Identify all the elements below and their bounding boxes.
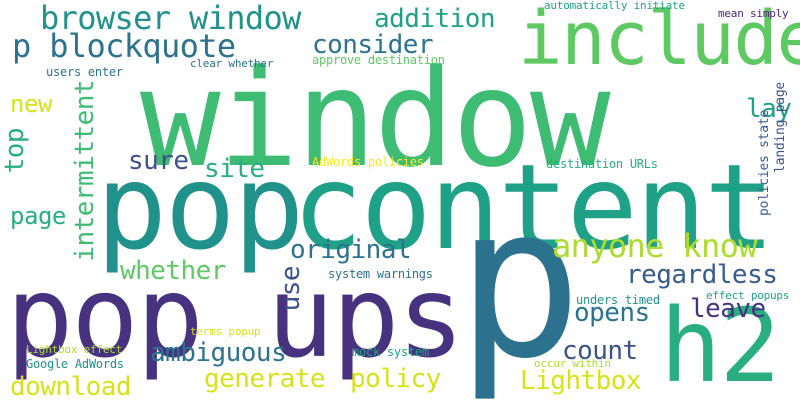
word: original: [290, 235, 412, 265]
word: regardless: [626, 260, 778, 290]
word: window: [140, 41, 611, 197]
word: h2: [660, 287, 781, 400]
word: pop ups: [6, 253, 465, 383]
word: landing page: [773, 82, 788, 173]
word: addition: [374, 4, 496, 34]
word: p: [456, 160, 582, 400]
word: use: [276, 266, 306, 312]
word: approve destination: [312, 53, 445, 67]
word: anyone know: [552, 227, 758, 265]
word: whether: [120, 256, 226, 286]
word: browser window: [40, 0, 301, 37]
word: top: [0, 128, 30, 174]
word: opens: [574, 298, 650, 328]
word: policies state: [757, 110, 772, 216]
word: ambiguous: [150, 338, 287, 368]
word: policy: [350, 364, 441, 394]
word: generate: [204, 364, 326, 394]
word: page: [10, 202, 66, 230]
word: includes: [518, 0, 800, 82]
word: lay: [746, 94, 792, 124]
word: Lightbox: [520, 366, 642, 396]
word: mean simply: [718, 7, 789, 20]
word: users enter: [46, 65, 123, 79]
word: content: [292, 138, 775, 276]
word: clear whether: [190, 57, 274, 70]
word: new: [10, 90, 52, 118]
word: Lightbox effect: [26, 343, 123, 356]
word: sure: [128, 146, 189, 176]
word: terms popup: [190, 325, 261, 338]
word: destination URLs: [546, 157, 658, 171]
word: count: [562, 336, 638, 366]
word: site: [204, 154, 265, 184]
word: system warnings: [328, 267, 433, 281]
word: download: [10, 372, 132, 400]
word: leave: [690, 294, 766, 324]
word: pop: [96, 138, 304, 276]
word: AdWords policies: [312, 155, 424, 169]
word: p blockquote: [12, 27, 236, 65]
word: automatically initiate: [544, 0, 685, 12]
word: intermittent: [70, 80, 100, 262]
word: occur within: [534, 357, 611, 370]
word: unders timed: [576, 293, 660, 307]
word: consider: [312, 30, 434, 60]
word: effect popups: [706, 289, 790, 302]
word: Google AdWords: [26, 357, 124, 371]
word: mock system: [352, 345, 429, 359]
